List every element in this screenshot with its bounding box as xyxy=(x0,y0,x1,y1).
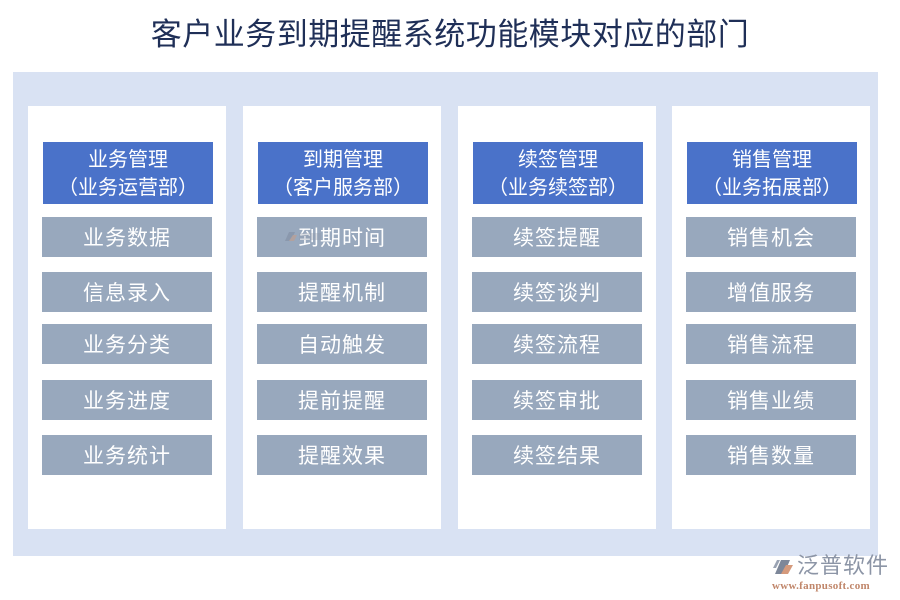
column-header: 续签管理 （业务续签部） xyxy=(473,142,643,204)
function-item: 续签提醒 xyxy=(472,217,642,257)
function-item: 增值服务 xyxy=(686,272,856,312)
function-item: 业务分类 xyxy=(42,324,212,364)
department-name: （业务运营部） xyxy=(58,175,198,199)
diagram-title: 客户业务到期提醒系统功能模块对应的部门 xyxy=(150,17,750,53)
function-item: 提醒机制 xyxy=(257,272,427,312)
department-name: （业务拓展部） xyxy=(702,175,842,199)
column-business-management: 业务管理 （业务运营部） 业务数据 信息录入 业务分类 业务进度 业务统计 xyxy=(28,106,226,529)
column-header: 业务管理 （业务运营部） xyxy=(43,142,213,204)
watermark-logo-icon xyxy=(285,232,321,241)
module-name: 到期管理 xyxy=(303,147,383,171)
function-item: 销售业绩 xyxy=(686,380,856,420)
function-item: 销售数量 xyxy=(686,435,856,475)
function-item: 业务进度 xyxy=(42,380,212,420)
logo-website-url: www.fanpusoft.com xyxy=(772,580,870,592)
department-name: （业务续签部） xyxy=(488,175,628,199)
column-renewal-management: 续签管理 （业务续签部） 续签提醒 续签谈判 续签流程 续签审批 续签结果 xyxy=(458,106,656,529)
function-item: 信息录入 xyxy=(42,272,212,312)
function-item: 业务数据 xyxy=(42,217,212,257)
function-item: 销售机会 xyxy=(686,217,856,257)
function-item: 销售流程 xyxy=(686,324,856,364)
function-item: 到期时间 xyxy=(257,217,427,257)
column-header: 到期管理 （客户服务部） xyxy=(258,142,428,204)
fanpu-logo-icon xyxy=(773,560,793,574)
column-sales-management: 销售管理 （业务拓展部） 销售机会 增值服务 销售流程 销售业绩 销售数量 xyxy=(672,106,870,529)
function-item: 续签审批 xyxy=(472,380,642,420)
function-item: 续签谈判 xyxy=(472,272,642,312)
function-item: 续签流程 xyxy=(472,324,642,364)
function-item: 提前提醒 xyxy=(257,380,427,420)
function-item: 续签结果 xyxy=(472,435,642,475)
brand-logo: 泛普软件 www.fanpusoft.com xyxy=(772,553,897,593)
module-name: 销售管理 xyxy=(732,147,812,171)
function-item: 自动触发 xyxy=(257,324,427,364)
function-item: 提醒效果 xyxy=(257,435,427,475)
function-item-label: 到期时间 xyxy=(298,226,386,250)
logo-brand-name: 泛普软件 xyxy=(797,554,890,579)
module-name: 续签管理 xyxy=(518,147,598,171)
module-name: 业务管理 xyxy=(88,147,168,171)
department-name: （客户服务部） xyxy=(273,175,413,199)
function-item: 业务统计 xyxy=(42,435,212,475)
column-expiry-management: 到期管理 （客户服务部） 到期时间 提醒机制 自动触发 提前提醒 提醒效果 xyxy=(243,106,441,529)
column-header: 销售管理 （业务拓展部） xyxy=(687,142,857,204)
